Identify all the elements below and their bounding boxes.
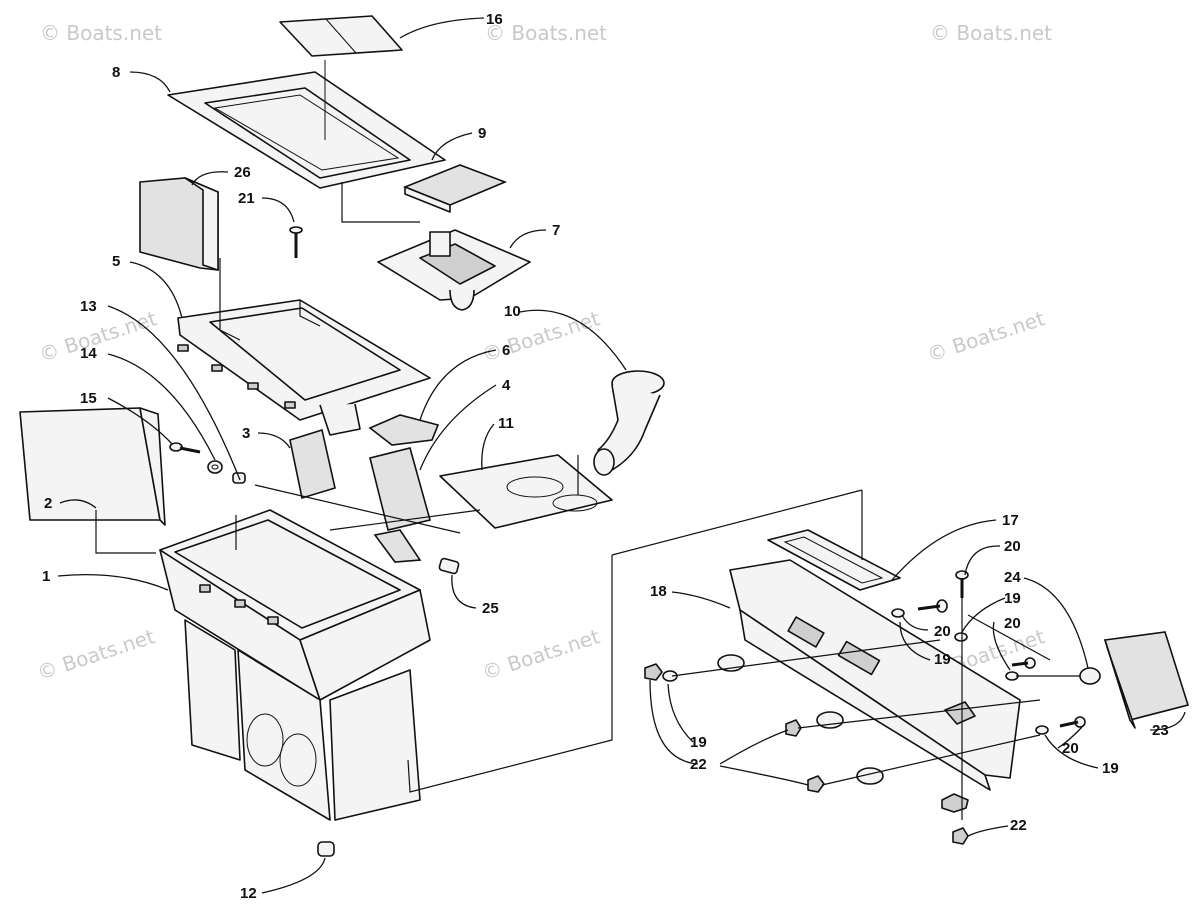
part-5-upper-tray [177, 299, 431, 436]
callout-15: 15 [80, 390, 97, 407]
part-4-gasket [369, 447, 431, 563]
callout-1: 1 [42, 568, 50, 585]
part-10-elbow-duct [593, 370, 665, 476]
callout-5: 5 [112, 253, 120, 270]
callout-8: 8 [112, 64, 120, 81]
part-11-base-plate [439, 454, 613, 529]
part-21-screw [289, 226, 303, 258]
callout-16: 16 [486, 11, 503, 28]
callout-labels: 16 8 9 26 21 7 5 13 10 14 6 4 15 11 3 2 … [42, 11, 1169, 902]
callout-10: 10 [504, 303, 521, 320]
callout-24: 24 [1004, 569, 1021, 586]
part-24-disc [1079, 667, 1101, 685]
callout-19-d: 19 [690, 734, 707, 751]
part-1-airbox [159, 509, 431, 821]
part-25-plug [438, 557, 460, 575]
callout-14: 14 [80, 345, 97, 362]
watermark-top-left: © Boats.net [40, 21, 162, 45]
watermark-mid-left: © Boats.net [36, 306, 160, 367]
watermark-low-center: © Boats.net [479, 624, 603, 685]
callout-20-c: 20 [934, 623, 951, 640]
callout-26: 26 [234, 164, 251, 181]
watermark-mid-center: © Boats.net [479, 306, 603, 367]
callout-13: 13 [80, 298, 97, 315]
part-6-foam [368, 414, 440, 446]
callout-11: 11 [498, 415, 514, 432]
parts-13-14-15-hardware [169, 442, 246, 484]
assembly-lines [95, 182, 1080, 820]
callout-4: 4 [502, 377, 511, 394]
part-8-filter-frame [167, 60, 446, 189]
part-7-intake-cover [377, 229, 531, 311]
watermark-top-right: © Boats.net [930, 21, 1052, 45]
callout-leaders [57, 17, 1186, 894]
part-23-foam-block [1103, 631, 1190, 729]
callout-2: 2 [44, 495, 52, 512]
callout-22-a: 22 [690, 756, 707, 773]
callout-19-b: 19 [934, 651, 951, 668]
part-26-foam-block [139, 177, 219, 271]
callout-9: 9 [478, 125, 486, 142]
callout-25: 25 [482, 600, 499, 617]
part-16-grille [279, 15, 403, 57]
callout-22-b: 22 [1010, 817, 1027, 834]
callout-6: 6 [502, 342, 510, 359]
part-12-drain-plug [317, 841, 335, 857]
callout-17: 17 [1002, 512, 1019, 529]
callout-20-b: 20 [1004, 615, 1021, 632]
callout-19-a: 19 [1004, 590, 1021, 607]
part-2-side-panel [19, 407, 166, 526]
callout-7: 7 [552, 222, 560, 239]
callout-18: 18 [650, 583, 667, 600]
callout-20-a: 20 [1004, 538, 1021, 555]
callout-21: 21 [238, 190, 255, 207]
part-17-gasket-frame [767, 529, 901, 591]
part-9-foam-pad [402, 164, 508, 213]
part-18-lower-duct [729, 559, 1021, 791]
watermark-low-left: © Boats.net [34, 624, 158, 685]
callout-12: 12 [240, 885, 257, 902]
callout-3: 3 [242, 425, 250, 442]
callout-20-d: 20 [1062, 740, 1079, 757]
watermark-mid-right: © Boats.net [924, 306, 1048, 367]
part-3-gasket [289, 428, 336, 500]
callout-19-c: 19 [1102, 760, 1119, 777]
callout-23: 23 [1152, 722, 1169, 739]
watermark-top-center: © Boats.net [485, 21, 607, 45]
